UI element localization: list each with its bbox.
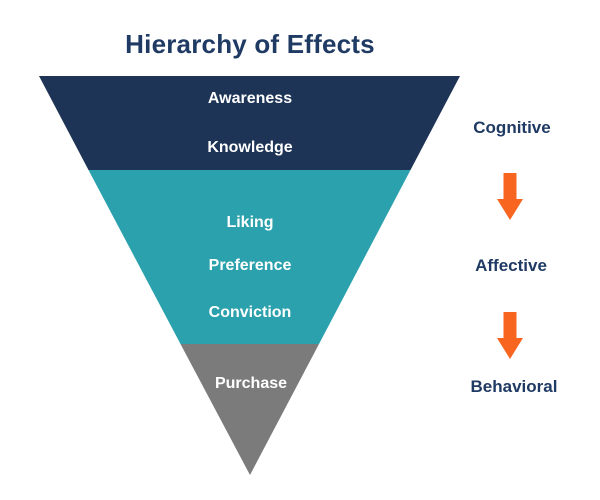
down-arrow-shape-1 xyxy=(497,173,523,220)
stage-awareness: Awareness xyxy=(207,90,293,107)
page-title: Hierarchy of Effects xyxy=(125,29,375,59)
down-arrow-shape-2 xyxy=(497,312,523,359)
funnel-segment-behavioral xyxy=(180,344,319,475)
stage-purchase: Purchase xyxy=(214,375,288,392)
down-arrow-icon xyxy=(497,312,523,359)
funnel-segment-cognitive xyxy=(39,76,460,170)
funnel-segment-affective xyxy=(88,170,411,344)
category-label-behavioral: Behavioral xyxy=(470,377,558,396)
stage-preference: Preference xyxy=(208,257,292,274)
stage-conviction: Conviction xyxy=(208,304,292,321)
category-label-affective: Affective xyxy=(475,256,547,275)
stage-knowledge: Knowledge xyxy=(207,139,293,156)
category-label-cognitive: Cognitive xyxy=(473,118,551,137)
down-arrow-icon xyxy=(497,173,523,220)
stage-liking: Liking xyxy=(226,214,274,231)
